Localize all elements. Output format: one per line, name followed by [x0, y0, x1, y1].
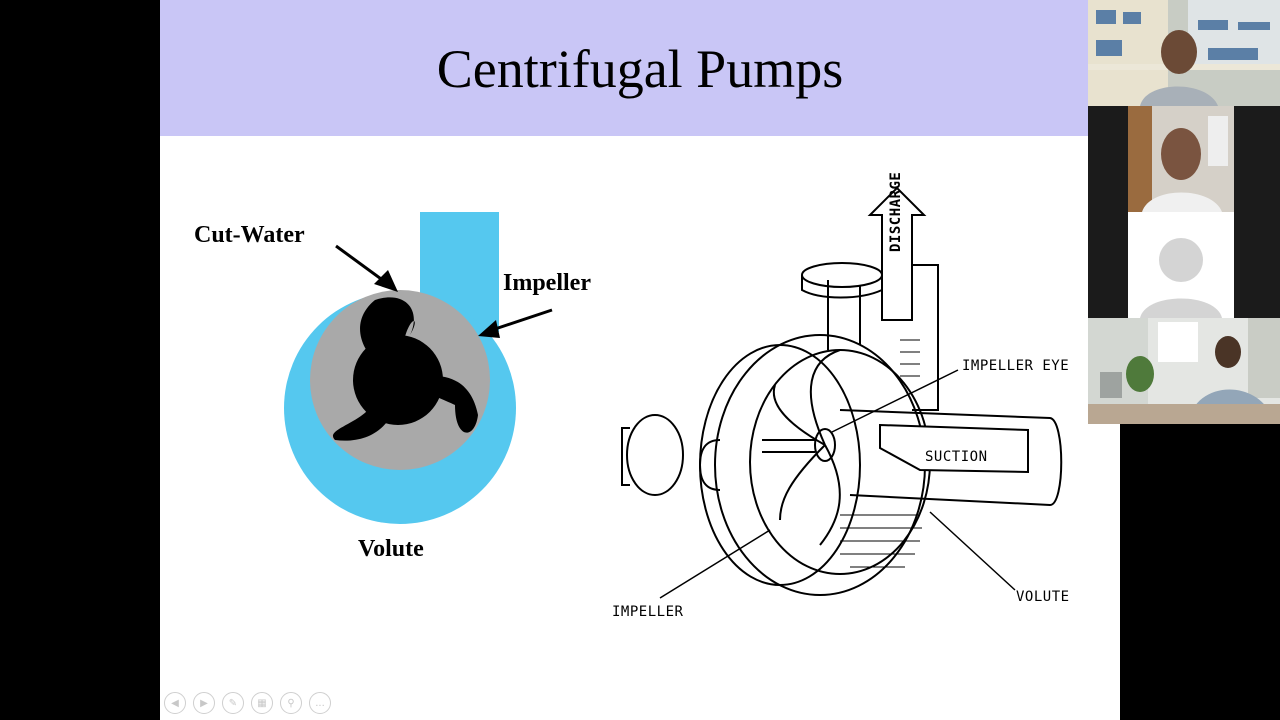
- zoom-icon[interactable]: ⚲: [280, 692, 302, 714]
- label-impeller-right: IMPELLER: [612, 604, 684, 620]
- participant-1-feed: [1088, 0, 1280, 106]
- simple-pump-diagram: [284, 212, 553, 524]
- slides-grid-icon[interactable]: ▦: [251, 692, 273, 714]
- participant-video-2[interactable]: [1088, 106, 1280, 212]
- label-impeller-eye: IMPELLER EYE: [962, 358, 1070, 374]
- slide-title: Centrifugal Pumps: [436, 39, 844, 99]
- more-options-button[interactable]: ...: [309, 692, 331, 714]
- label-cut-water: Cut-Water: [194, 222, 305, 248]
- participant-3-placeholder: [1088, 212, 1280, 318]
- prev-slide-icon[interactable]: ◀: [164, 692, 186, 714]
- next-slide-icon[interactable]: ▶: [193, 692, 215, 714]
- impeller-blades: [333, 297, 478, 441]
- slide-toolbar: ◀ ▶ ✎ ▦ ⚲ ...: [160, 692, 331, 718]
- label-suction: SUCTION: [925, 449, 988, 465]
- participant-video-4[interactable]: [1088, 318, 1280, 424]
- label-discharge: DISCHARGE: [888, 171, 904, 252]
- label-volute: Volute: [358, 536, 424, 562]
- presentation-slide: Centrifugal Pumps: [160, 0, 1120, 720]
- avatar-body-icon: [1140, 298, 1222, 318]
- label-impeller: Impeller: [503, 270, 591, 296]
- slide-diagrams: [284, 186, 1063, 599]
- participant-video-3[interactable]: [1088, 212, 1280, 318]
- label-volute-right: VOLUTE: [1016, 589, 1070, 605]
- avatar-head-icon: [1159, 238, 1203, 282]
- cutaway-pump-diagram: [621, 186, 1063, 599]
- participant-4-feed: [1088, 318, 1280, 424]
- participant-panel: [1088, 0, 1280, 426]
- participant-2-feed: [1088, 106, 1280, 212]
- slide-title-bar: [160, 0, 1088, 136]
- pen-icon[interactable]: ✎: [222, 692, 244, 714]
- participant-video-1[interactable]: [1088, 0, 1280, 106]
